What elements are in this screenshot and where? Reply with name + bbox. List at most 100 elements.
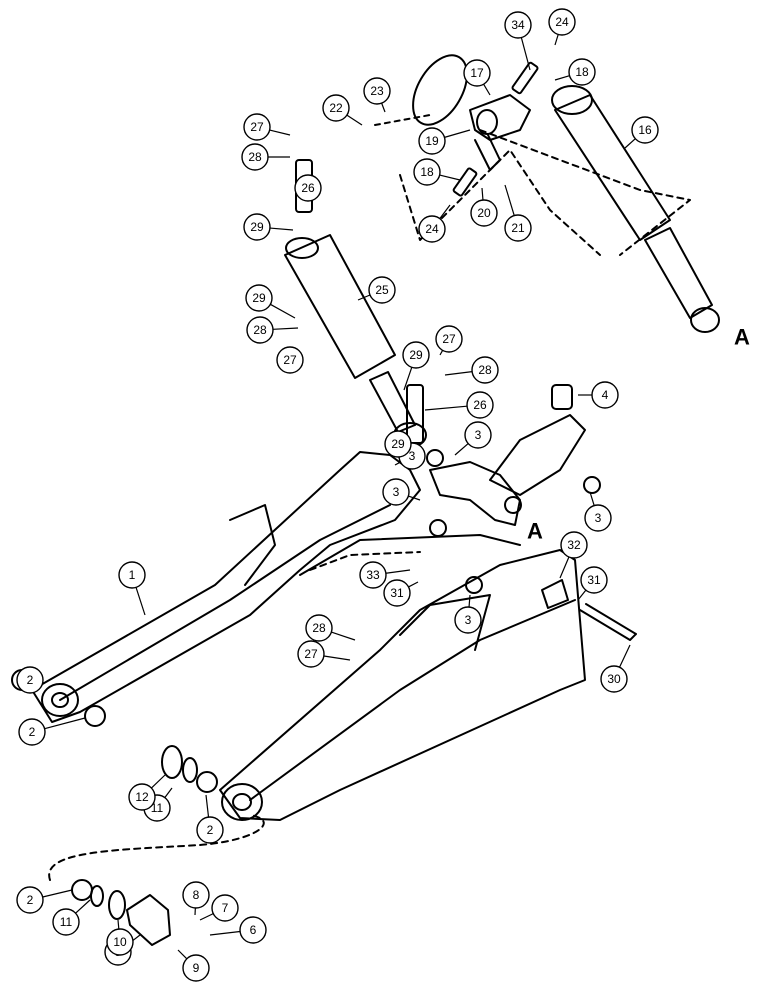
callout-circle (182, 881, 210, 909)
callout-circle (413, 158, 441, 186)
bushing-2-lower (71, 879, 93, 901)
callout-number: 29 (409, 348, 423, 362)
callout-12: 12 (128, 783, 156, 811)
callout-number: 31 (587, 573, 601, 587)
reference-mark-a: A (527, 519, 543, 544)
callout-circle (118, 561, 146, 589)
callout-4: 4 (591, 381, 619, 409)
callout-number: 27 (283, 353, 297, 367)
cross-tube-dashed (309, 551, 421, 571)
callout-16: 16 (631, 116, 659, 144)
lift-cylinder-eye-top (285, 237, 319, 259)
callout-leader (75, 899, 91, 914)
callout-circle (241, 143, 269, 171)
callout-number: 3 (393, 485, 400, 499)
callout-leader (346, 114, 363, 126)
callout-leader (385, 569, 411, 574)
callout-number: 20 (477, 206, 491, 220)
callout-circle (454, 606, 482, 634)
callout-29: 29 (384, 430, 412, 458)
callout-number: 33 (366, 568, 380, 582)
callout-18: 18 (413, 158, 441, 186)
valve-bracket (469, 94, 531, 141)
callout-2: 2 (18, 718, 46, 746)
right-arm-gusset (399, 594, 491, 651)
callout-number: 26 (301, 181, 315, 195)
callout-19: 19 (418, 127, 446, 155)
callout-leader (42, 889, 73, 898)
callout-leader (270, 303, 296, 319)
reference-layer: AA (527, 325, 750, 544)
callout-27: 27 (297, 640, 325, 668)
callout-number: 9 (193, 961, 200, 975)
callout-circle (106, 928, 134, 956)
callout-leader (205, 794, 210, 818)
callout-1: 1 (118, 561, 146, 589)
pin-18-lower (452, 167, 478, 197)
callout-leader (554, 75, 570, 81)
callout-leader (117, 919, 120, 930)
callout-circle (435, 325, 463, 353)
callout-number: 19 (425, 134, 439, 148)
callout-28: 28 (471, 356, 499, 384)
left-arm-inner-edge (59, 504, 391, 701)
callout-number: 2 (29, 725, 36, 739)
callout-circle (276, 346, 304, 374)
callout-number: 24 (555, 15, 569, 29)
callout-27: 27 (435, 325, 463, 353)
lift-cylinder-rod (369, 371, 416, 433)
callout-number: 28 (478, 363, 492, 377)
callout-leader (504, 184, 515, 216)
callout-circle (418, 215, 446, 243)
callout-number: 12 (135, 790, 149, 804)
right-arm-bore (232, 793, 252, 811)
callout-circle (305, 614, 333, 642)
callout-27: 27 (276, 346, 304, 374)
callout-circle (243, 213, 271, 241)
callout-circle (196, 816, 224, 844)
callout-leader (44, 717, 86, 730)
callout-7: 7 (211, 894, 239, 922)
callout-number: 10 (113, 935, 127, 949)
callout-circle (359, 561, 387, 589)
callout-number: 29 (250, 220, 264, 234)
tilt-cylinder-body (554, 94, 671, 241)
callout-30: 30 (600, 665, 628, 693)
callout-leader (439, 350, 444, 356)
ring-11-lower (90, 885, 104, 907)
bushing-2-right (196, 771, 218, 793)
callout-11: 11 (52, 908, 80, 936)
callout-circle (560, 531, 588, 559)
callout-circle (246, 316, 274, 344)
callout-leader (272, 327, 299, 330)
bolt-30 (579, 603, 637, 641)
callout-number: 7 (222, 901, 229, 915)
callout-circle (16, 666, 44, 694)
callout-10: 10 (106, 928, 134, 956)
callout-3: 3 (454, 606, 482, 634)
callout-leader (554, 34, 559, 46)
callout-circle (16, 886, 44, 914)
callout-leader (164, 787, 173, 798)
callout-circle (322, 94, 350, 122)
reference-mark-a: A (734, 325, 750, 350)
callout-circle (600, 665, 628, 693)
callout-leader (589, 491, 595, 506)
callout-circle (239, 916, 267, 944)
callout-leader (439, 174, 461, 181)
callout-number: 24 (425, 222, 439, 236)
callout-3: 3 (584, 504, 612, 532)
valve-bracket-arm (474, 134, 501, 171)
right-arm-inner-edge (249, 599, 576, 801)
callout-circle (297, 640, 325, 668)
callout-number: 29 (391, 437, 405, 451)
callout-circle (418, 127, 446, 155)
callout-29: 29 (243, 213, 271, 241)
washer-12 (161, 745, 183, 779)
tilt-cylinder-rod (644, 227, 713, 319)
callout-circle (548, 8, 576, 36)
callout-number: 28 (248, 150, 262, 164)
callout-number: 4 (602, 388, 609, 402)
callout-number: 18 (575, 65, 589, 79)
callout-number: 3 (595, 511, 602, 525)
